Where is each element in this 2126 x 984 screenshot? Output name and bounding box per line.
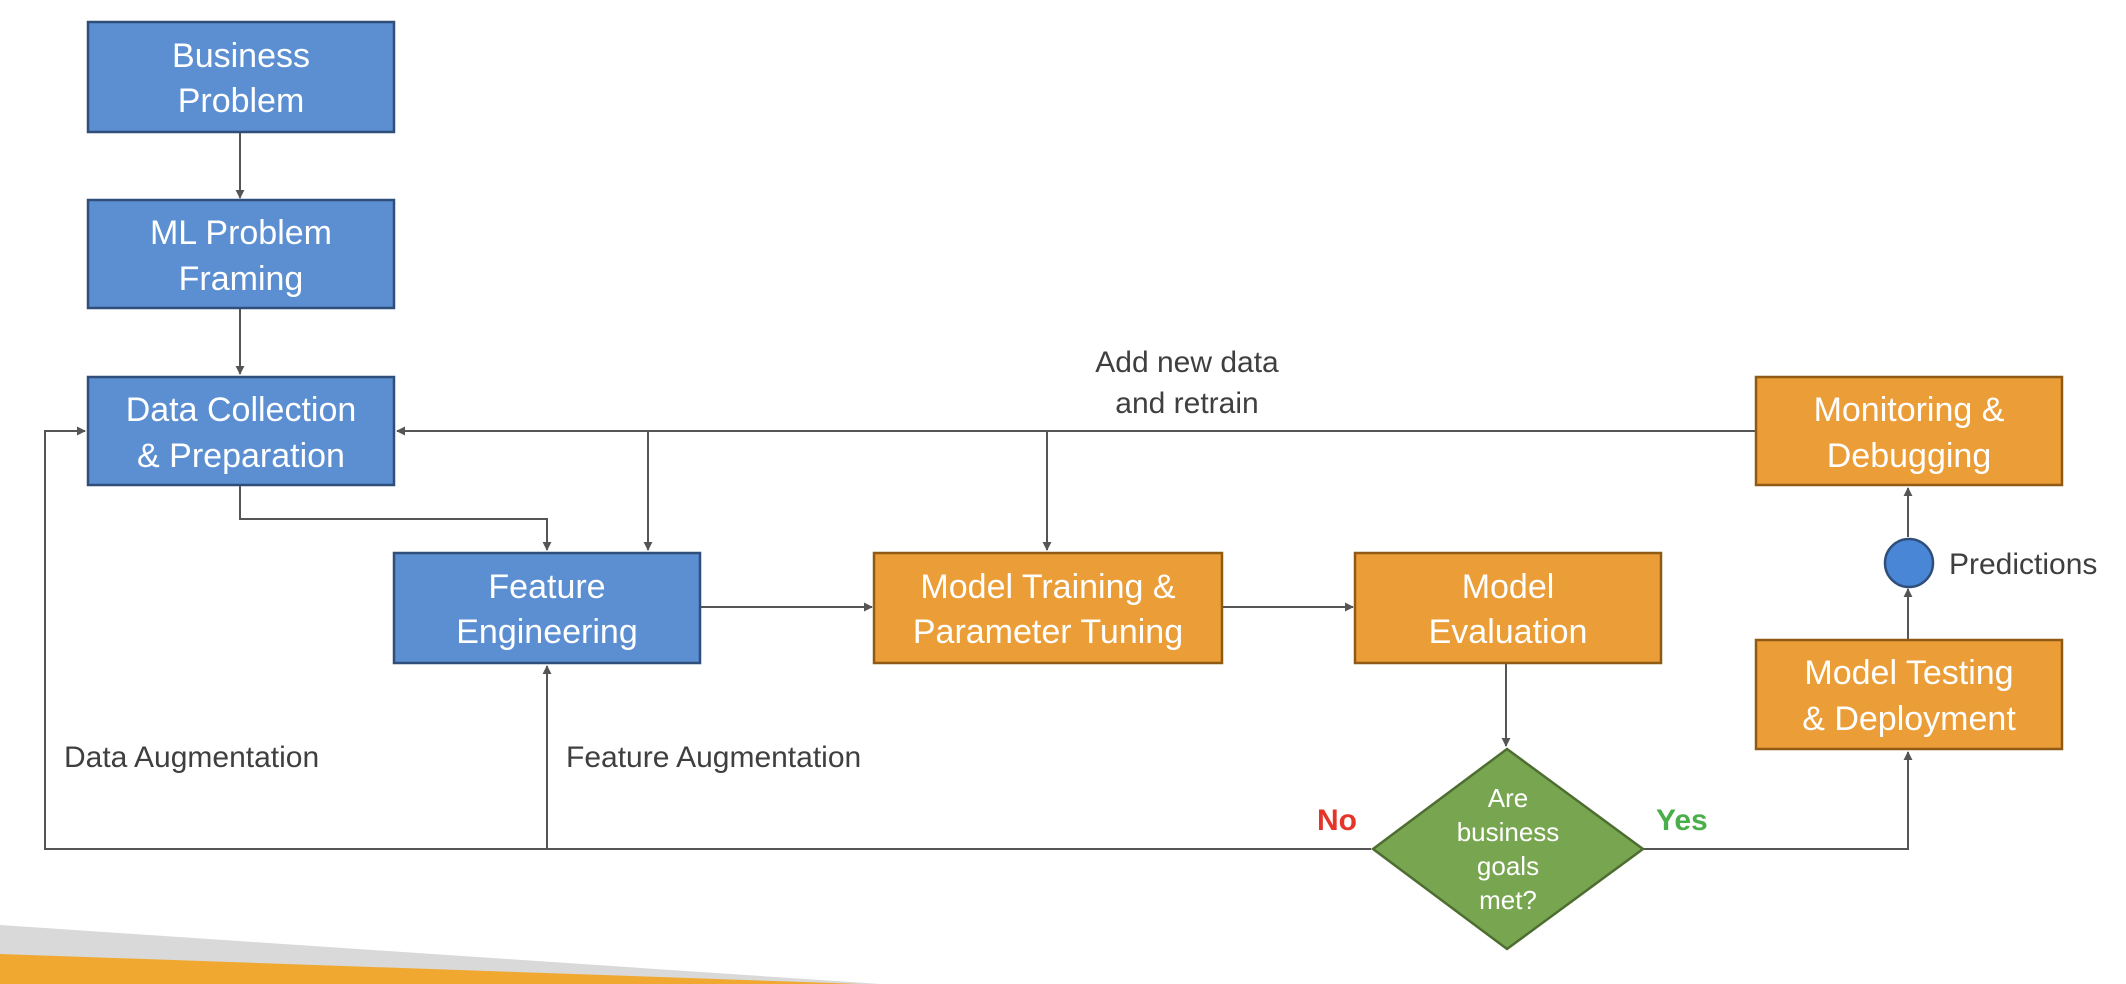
model-training-line1: Model Training &: [920, 568, 1175, 606]
data-collection-box: [86, 375, 396, 487]
decision-line3: goals: [1477, 851, 1539, 881]
ml-problem-framing-line1: ML Problem: [150, 214, 332, 252]
model-training-box: [872, 551, 1224, 665]
business-problem-box: [86, 20, 396, 134]
feature-engineering-line1: Feature: [488, 568, 605, 606]
node-model-training: Model Training & Parameter Tuning: [872, 551, 1224, 665]
model-testing-line2: & Deployment: [1802, 700, 2016, 738]
model-evaluation-line1: Model: [1462, 568, 1555, 606]
add-new-data-label-line1: Add new data: [1095, 346, 1279, 379]
monitoring-box: [1754, 375, 2064, 487]
arrow-data-to-feature: [239, 485, 552, 551]
data-augmentation-label: Data Augmentation: [64, 741, 319, 774]
arrow-yes-to-testing: [1643, 751, 1913, 850]
model-training-line2: Parameter Tuning: [913, 613, 1183, 651]
feature-augmentation-label: Feature Augmentation: [566, 741, 861, 774]
model-evaluation-box: [1353, 551, 1663, 665]
add-new-data-label-line2: and retrain: [1115, 387, 1258, 420]
data-collection-line1: Data Collection: [126, 391, 357, 429]
decision-line2: business: [1457, 817, 1560, 847]
no-label: No: [1317, 804, 1357, 837]
node-decision: Are business goals met?: [1370, 747, 1646, 951]
node-business-problem: Business Problem: [86, 20, 396, 134]
predictions-circle: [1883, 537, 1935, 589]
bottom-orange-stripe: [0, 954, 860, 984]
model-testing-line1: Model Testing: [1804, 654, 2013, 692]
feature-engineering-line2: Engineering: [456, 613, 637, 651]
yes-label: Yes: [1656, 804, 1708, 837]
node-model-testing: Model Testing & Deployment: [1754, 638, 2064, 751]
node-data-collection: Data Collection & Preparation: [86, 375, 396, 487]
decision-line4: met?: [1479, 885, 1537, 915]
node-ml-problem-framing: ML Problem Framing: [86, 198, 396, 310]
business-problem-line2: Problem: [178, 82, 305, 120]
decision-line1: Are: [1488, 783, 1528, 813]
decision-diamond: [1370, 747, 1646, 951]
monitoring-line2: Debugging: [1827, 437, 1991, 475]
node-model-evaluation: Model Evaluation: [1353, 551, 1663, 665]
monitoring-line1: Monitoring &: [1814, 391, 2005, 429]
data-collection-line2: & Preparation: [137, 437, 345, 475]
model-testing-box: [1754, 638, 2064, 751]
predictions-label: Predictions: [1949, 548, 2097, 581]
connectors: [44, 132, 1913, 850]
ml-problem-framing-box: [86, 198, 396, 310]
ml-problem-framing-line2: Framing: [179, 260, 304, 298]
node-feature-engineering: Feature Engineering: [392, 551, 702, 665]
node-monitoring: Monitoring & Debugging: [1754, 375, 2064, 487]
model-evaluation-line2: Evaluation: [1429, 613, 1588, 651]
feature-engineering-box: [392, 551, 702, 665]
arrow-no-to-data: [44, 426, 1371, 850]
business-problem-line1: Business: [172, 37, 310, 75]
